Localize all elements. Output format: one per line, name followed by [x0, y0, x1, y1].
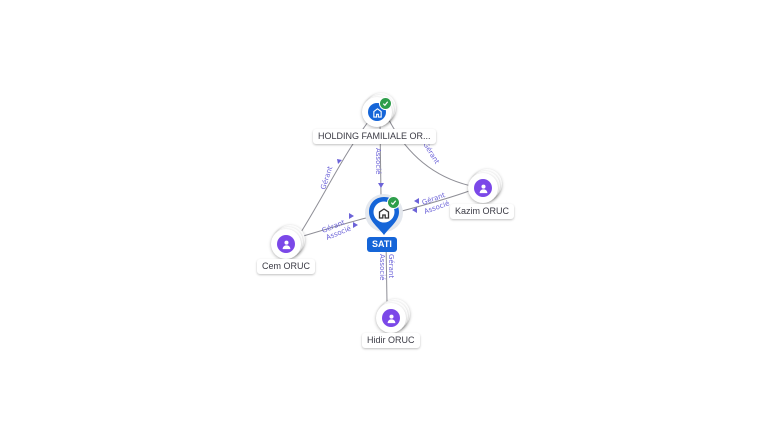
edge-kazim-sati: [397, 189, 473, 213]
edge-label-hidir-sati-1: Gérant: [387, 254, 395, 278]
node-hidir[interactable]: [376, 299, 410, 333]
edge-cem-sati: [299, 217, 367, 238]
user-icon: [382, 309, 400, 327]
edge-label-holding-sati: Associé: [374, 148, 382, 174]
edge-label-hidir-sati-2: Associé: [378, 254, 386, 280]
node-label-holding[interactable]: HOLDING FAMILIALE OR...: [313, 129, 436, 144]
check-icon: [379, 97, 392, 110]
node-label-sati[interactable]: SATI: [367, 237, 397, 252]
edge-label-holding-kazim: Gérant: [421, 141, 441, 166]
check-icon: [387, 196, 400, 209]
node-label-cem[interactable]: Cem ORUC: [257, 259, 316, 274]
building-icon: [378, 206, 390, 219]
arrow-kazim-sati: [412, 207, 417, 213]
arrow-holding-cem: [337, 159, 342, 164]
arrow-cem-sati: [349, 213, 354, 219]
node-kazim[interactable]: [468, 169, 502, 203]
node-holding[interactable]: [362, 93, 396, 127]
arrow-kazim-sati-2: [414, 198, 419, 204]
node-label-kazim[interactable]: Kazim ORUC: [450, 204, 515, 219]
user-icon: [474, 179, 492, 197]
arrow-holding-sati: [378, 183, 384, 188]
user-icon: [277, 235, 295, 253]
node-cem[interactable]: [271, 225, 305, 259]
node-label-hidir[interactable]: Hidir ORUC: [362, 333, 420, 348]
node-sati[interactable]: [364, 191, 404, 241]
arrow-cem-sati-2: [353, 222, 358, 228]
